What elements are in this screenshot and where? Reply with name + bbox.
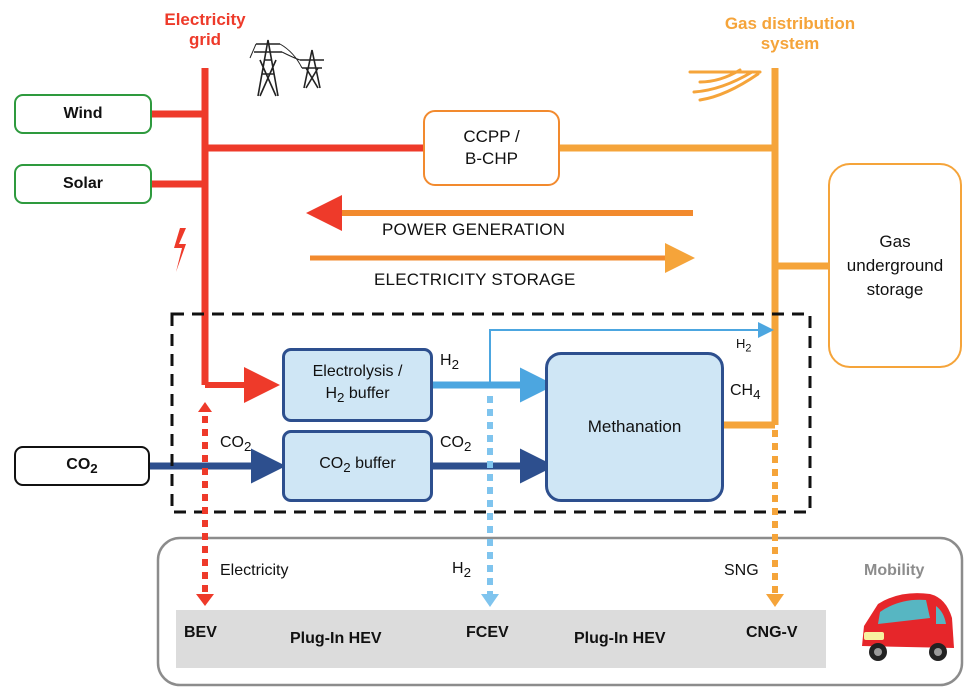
co2-buffer-box: CO2 buffer xyxy=(282,430,433,502)
co2-buffer-co: CO xyxy=(319,454,344,472)
ccpp-line1: CCPP / xyxy=(463,127,520,146)
electrolysis-line1: Electrolysis / xyxy=(312,362,403,380)
power-generation-label: POWER GENERATION xyxy=(382,220,566,239)
co2-buffer-sub: 2 xyxy=(343,460,351,476)
gas-storage-line2: underground xyxy=(846,255,944,275)
co2-source-sub: 2 xyxy=(90,461,98,477)
gas-distribution-title-line2: system xyxy=(760,34,820,53)
h2-flow-h: H xyxy=(440,352,452,369)
vehicle-fcev: FCEV xyxy=(466,624,509,641)
vehicle-plugin-hev-1: Plug-In HEV xyxy=(290,630,382,647)
ccpp-line2: B-CHP xyxy=(465,149,518,168)
methanation-box: Methanation xyxy=(545,352,724,502)
co2-right-co: CO xyxy=(440,434,464,451)
electrolysis-line2: H2 buffer xyxy=(325,383,389,409)
gas-distribution-title-line1: Gas distribution xyxy=(724,14,856,33)
electricity-mobility-label: Electricity xyxy=(220,562,289,579)
co2-buffer-text: buffer xyxy=(350,454,396,472)
gas-storage-line3: storage xyxy=(866,279,924,299)
electrolysis-sub: 2 xyxy=(337,390,345,406)
h2-mobility-h: H xyxy=(452,560,464,577)
ch4-flow-sub: 4 xyxy=(753,387,761,403)
electricity-grid-title: Electricity grid xyxy=(150,10,260,50)
mobility-title: Mobility xyxy=(864,562,925,579)
ch4-flow-label: CH4 xyxy=(730,382,761,402)
co2-right-flow-label: CO2 xyxy=(440,434,471,454)
co2-right-sub: 2 xyxy=(464,439,472,455)
co2-source-box: CO2 xyxy=(14,446,150,486)
electrolysis-box: Electrolysis / H2 buffer xyxy=(282,348,433,422)
gas-distribution-title: Gas distribution system xyxy=(700,14,880,54)
electricity-mobility-uparrow xyxy=(198,402,212,412)
gas-underground-storage-box: Gas underground storage xyxy=(828,163,962,368)
vehicle-bev: BEV xyxy=(184,624,217,641)
h2-flow-sub: 2 xyxy=(451,357,459,373)
co2-source-label: CO2 xyxy=(66,456,97,476)
vehicle-strip xyxy=(176,610,826,668)
h2-bypass-arrow xyxy=(489,322,774,385)
h2-mobility-label: H2 xyxy=(452,560,471,580)
solar-source-label: Solar xyxy=(62,175,103,192)
co2-left-co: CO xyxy=(220,434,244,451)
gas-storage-line1: Gas xyxy=(879,231,911,251)
power-pylon-icon xyxy=(249,39,324,97)
electrolysis-buffer-text: buffer xyxy=(344,384,390,402)
sng-mobility-arrowhead xyxy=(766,594,784,607)
ch4-flow-ch: CH xyxy=(730,382,754,399)
car-icon xyxy=(862,593,954,661)
electricity-mobility-arrowhead xyxy=(196,594,214,606)
electricity-grid-title-line1: Electricity xyxy=(164,10,246,29)
vehicle-plugin-hev-2: Plug-In HEV xyxy=(574,630,666,647)
co2-source-text: CO xyxy=(66,455,91,473)
gas-pipe-icon xyxy=(688,68,762,102)
methanation-label: Methanation xyxy=(587,417,682,436)
electricity-grid-title-line2: grid xyxy=(188,30,222,49)
co2-buffer-label: CO2 buffer xyxy=(319,453,396,479)
wind-source-label: Wind xyxy=(63,105,103,122)
electrolysis-h: H xyxy=(325,384,338,402)
sng-mobility-label: SNG xyxy=(724,562,759,579)
h2-bypass-sub: 2 xyxy=(745,342,752,355)
h2-flow-label: H2 xyxy=(440,352,459,372)
co2-left-sub: 2 xyxy=(244,439,252,455)
h2-bypass-label: H2 xyxy=(736,336,751,355)
electricity-storage-label: ELECTRICITY STORAGE xyxy=(374,270,576,289)
h2-mobility-arrowhead xyxy=(481,594,499,607)
ccpp-box: CCPP / B-CHP xyxy=(423,110,560,186)
h2-mobility-sub: 2 xyxy=(463,565,471,581)
h2-bypass-h: H xyxy=(736,336,746,351)
lightning-icon xyxy=(174,228,186,272)
vehicle-cng-v: CNG-V xyxy=(746,624,798,641)
solar-source-box: Solar xyxy=(14,164,152,204)
wind-source-box: Wind xyxy=(14,94,152,134)
co2-left-flow-label: CO2 xyxy=(220,434,251,454)
